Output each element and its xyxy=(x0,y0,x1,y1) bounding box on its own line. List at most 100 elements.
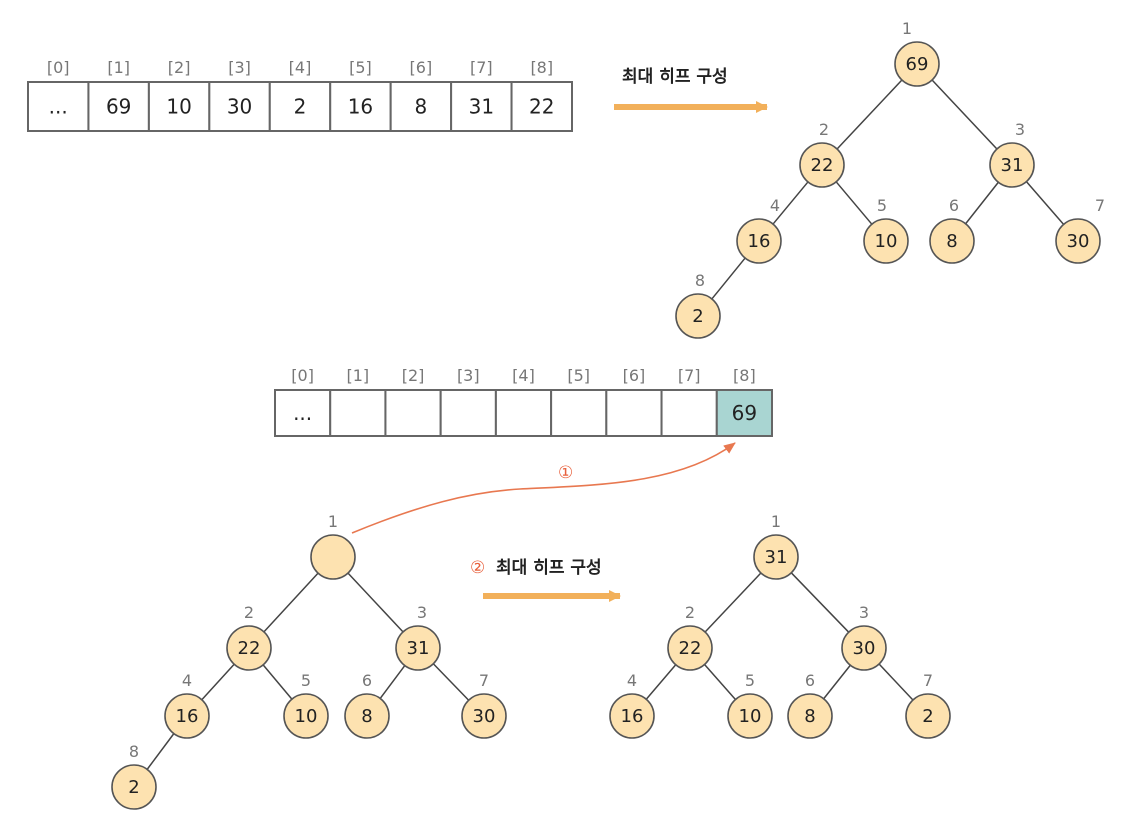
tree-edge xyxy=(263,572,319,633)
tree-node: 16 4 xyxy=(736,196,782,264)
array-index-label: [2] xyxy=(168,58,191,77)
tree-node-circle xyxy=(461,693,507,739)
tree-node-circle xyxy=(310,534,356,580)
array-cell: 69 xyxy=(87,81,150,132)
tree-node-value: 16 xyxy=(748,231,771,252)
tree-node-circle xyxy=(787,693,833,739)
array-index-label: [3] xyxy=(228,58,251,77)
step1-move-root-arrow: ① xyxy=(351,442,736,534)
tree-node-index: 2 xyxy=(819,120,829,139)
rebuild-heap-arrow: ② 최대 히프 구성 xyxy=(470,558,621,602)
tree-node-value: 31 xyxy=(765,547,788,568)
tree-edge xyxy=(878,663,914,701)
tree-node-index: 2 xyxy=(244,603,254,622)
array-cell: 31 xyxy=(450,81,513,132)
tree-node: 313 xyxy=(989,120,1035,188)
tree-node: 222 xyxy=(226,603,272,671)
tree-edge xyxy=(379,665,406,699)
array-cell-value: 22 xyxy=(529,95,554,119)
tree-edge xyxy=(146,733,175,770)
tree-node: 28 xyxy=(111,742,157,810)
tree-node: 105 xyxy=(727,671,773,739)
array-cell-value: 69 xyxy=(106,95,131,119)
tree-node-index: 5 xyxy=(301,671,311,690)
tree-node-value: 22 xyxy=(238,638,261,659)
tree-node-circle xyxy=(283,693,329,739)
tree-node-value: 69 xyxy=(906,54,929,75)
tree-node-value: 30 xyxy=(473,706,496,727)
array-cell-box xyxy=(715,389,773,437)
tree-edge xyxy=(432,663,470,701)
tree-edge xyxy=(262,664,293,700)
tree-node-value: 22 xyxy=(811,155,834,176)
array-index-label: [5] xyxy=(349,58,372,77)
array-cell xyxy=(439,389,497,437)
tree-node: 222 xyxy=(667,603,713,671)
array-cell-value: ... xyxy=(49,95,68,119)
array-cell-box xyxy=(660,389,718,437)
tree-node-index: 7 xyxy=(1095,196,1105,215)
tree-node-index: 1 xyxy=(902,19,912,38)
tree-edge xyxy=(931,79,998,150)
tree-node-circle xyxy=(226,625,272,671)
tree-node: 30 7 xyxy=(1055,196,1105,264)
array-index-label: [2] xyxy=(402,366,425,385)
array-index-label: [0] xyxy=(291,366,314,385)
array-cell: 22 xyxy=(510,81,573,132)
array-cell: 16 xyxy=(329,81,392,132)
tree-node-value: 30 xyxy=(853,638,876,659)
tree-node: 164 xyxy=(609,671,655,739)
tree-edge xyxy=(703,664,737,700)
array-after-delete: [0][1][2][3][4][5][6][7][8] ...69 xyxy=(274,366,773,437)
array-cell-box xyxy=(268,81,332,132)
array-cell-box xyxy=(329,81,392,132)
tree-node-value: 10 xyxy=(739,706,762,727)
step2-label: 최대 히프 구성 xyxy=(496,558,602,578)
array-cell-value: 30 xyxy=(227,95,252,119)
array-cell-box xyxy=(208,81,271,132)
array-cell: ... xyxy=(27,81,90,132)
tree-node-value: 2 xyxy=(922,706,933,727)
tree-edge xyxy=(347,572,404,633)
tree-node: 307 xyxy=(461,671,507,739)
array-cell-value: 16 xyxy=(348,95,373,119)
tree-node-index: 6 xyxy=(362,671,372,690)
array-cell: 2 xyxy=(268,81,332,132)
tree-edge xyxy=(835,181,873,225)
step1-marker: ① xyxy=(558,463,573,483)
tree-node-circle xyxy=(667,625,713,671)
array-index-label: [6] xyxy=(410,58,433,77)
tree-node: 86 xyxy=(929,196,975,264)
tree-node-index: 5 xyxy=(877,196,887,215)
tree-node-index: 3 xyxy=(859,603,869,622)
tree-edge xyxy=(201,663,235,701)
array-cell-value: 31 xyxy=(469,95,494,119)
array-cell: 30 xyxy=(208,81,271,132)
tree-node: 105 xyxy=(863,196,909,264)
step2-marker: ② xyxy=(470,558,485,578)
array-index-label: [5] xyxy=(567,366,590,385)
tree-node-value: 8 xyxy=(361,706,372,727)
tree-node-circle xyxy=(989,142,1035,188)
tree-edge xyxy=(645,664,677,700)
tree-node-circle xyxy=(675,293,721,339)
tree-node-index: 6 xyxy=(805,671,815,690)
tree-node: 69 1 xyxy=(894,19,940,87)
array-index-label: [6] xyxy=(623,366,646,385)
tree-node-circle xyxy=(1055,218,1101,264)
tree-node-circle xyxy=(164,693,210,739)
tree-node-value: 22 xyxy=(679,638,702,659)
tree-node-index: 3 xyxy=(417,603,427,622)
array-cell: 8 xyxy=(389,81,453,132)
array-cell-box xyxy=(389,81,453,132)
tree-node-circle xyxy=(905,693,951,739)
tree-node-index: 4 xyxy=(770,196,780,215)
tree-edge xyxy=(1025,181,1065,225)
array-cell-value: 69 xyxy=(732,401,757,425)
tree-node-value: 30 xyxy=(1067,231,1090,252)
tree-edge xyxy=(836,79,903,150)
tree-node-value: 8 xyxy=(804,706,815,727)
